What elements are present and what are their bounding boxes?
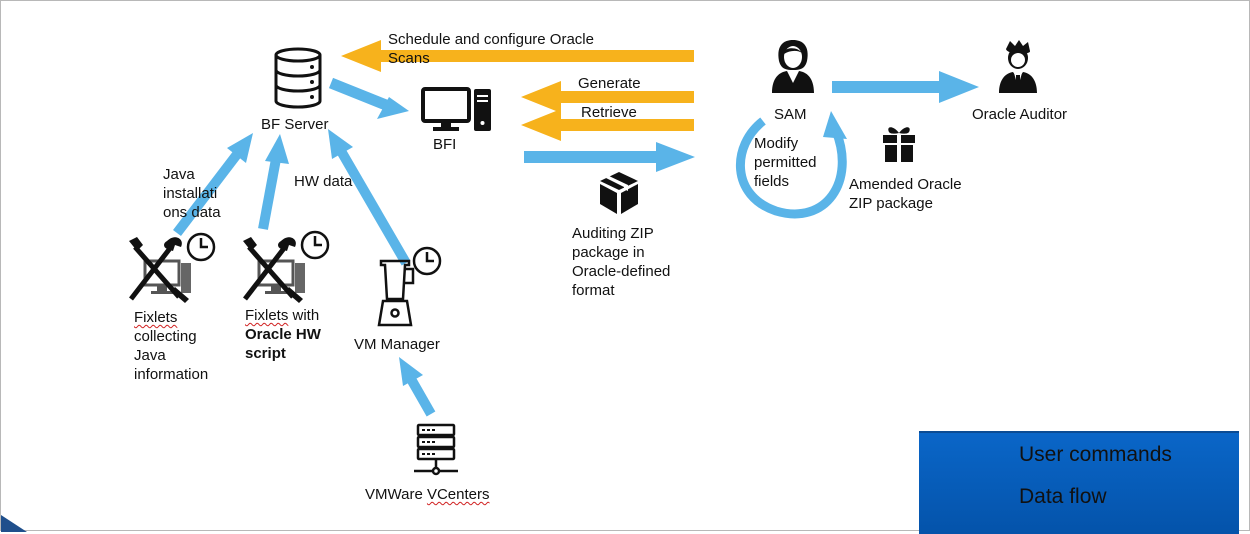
vcenters-word: VCenters (426, 486, 490, 503)
arrow-vmmanager-to-bfserver (336, 148, 411, 266)
arrow-modify-cycle (736, 117, 847, 219)
label-fixlets-java: Fixlets collecting Java information (134, 308, 208, 384)
no-tools-computer-icon (243, 237, 305, 303)
arrow-generate (521, 81, 694, 113)
data-arrows (173, 71, 979, 417)
clock-icon (186, 232, 216, 262)
arrow-bfserver-to-bfi (328, 77, 394, 113)
arrow-retrieve (521, 109, 694, 141)
label-vmware-vcenters: VMWare VCenters (365, 485, 489, 504)
arrow-hwfixlets-to-bfserver (258, 158, 281, 230)
label-hw-data: HW data (294, 173, 353, 190)
label-sam: SAM (774, 106, 807, 123)
fixlets-hw-bold: Oracle HW script (245, 326, 321, 362)
command-arrows (341, 40, 694, 141)
legend-box: User commands Data flow (919, 431, 1239, 534)
businesswoman-icon (772, 40, 814, 93)
label-bf-server: BF Server (261, 116, 329, 133)
package-box-icon (600, 172, 638, 214)
legend-data-flow: Data flow (1019, 485, 1107, 508)
desktop-computer-icon (421, 87, 491, 131)
label-retrieve: Retrieve (581, 104, 637, 121)
vmware-prefix: VMWare (365, 486, 427, 503)
label-fixlets-hw: Fixlets with Oracle HW script (245, 306, 321, 363)
label-java-data: Java installati ons data (163, 166, 221, 221)
label-oracle-auditor: Oracle Auditor (972, 106, 1068, 123)
fixlets-word: Fixlets (245, 307, 289, 324)
blender-icon (377, 259, 415, 327)
no-tools-computer-icon (129, 237, 191, 303)
label-auditing-zip: Auditing ZIP package in Oracle-defined f… (572, 225, 671, 299)
label-amended-package: Amended Oracle ZIP package (849, 176, 962, 212)
fixlets-word: Fixlets (134, 309, 178, 326)
label-bfi: BFI (433, 136, 457, 153)
label-schedule-configure: Schedule and configure Oracle Scans (388, 31, 594, 67)
fixlets-java-rest: collecting Java information (134, 328, 209, 383)
fixlets-hw-with: with (288, 307, 320, 324)
database-icon (274, 47, 322, 109)
clock-icon (300, 230, 330, 260)
label-modify-fields: Modify permitted fields (754, 135, 817, 190)
arrow-sam-to-auditor (832, 71, 979, 103)
businessman-icon (999, 40, 1037, 93)
corner-decoration (1, 515, 27, 532)
clock-icon (412, 246, 442, 276)
label-vm-manager: VM Manager (354, 336, 440, 353)
legend-user-commands: User commands (1019, 443, 1172, 466)
arrow-java-to-bfserver (173, 149, 242, 237)
arrow-schedule-configure (341, 40, 694, 72)
arrow-vcenters-to-vmmanager (406, 376, 436, 417)
label-generate: Generate (578, 75, 641, 92)
server-rack-icon (414, 423, 458, 476)
gift-icon (883, 127, 915, 162)
arrow-bfi-to-sam (524, 142, 695, 172)
